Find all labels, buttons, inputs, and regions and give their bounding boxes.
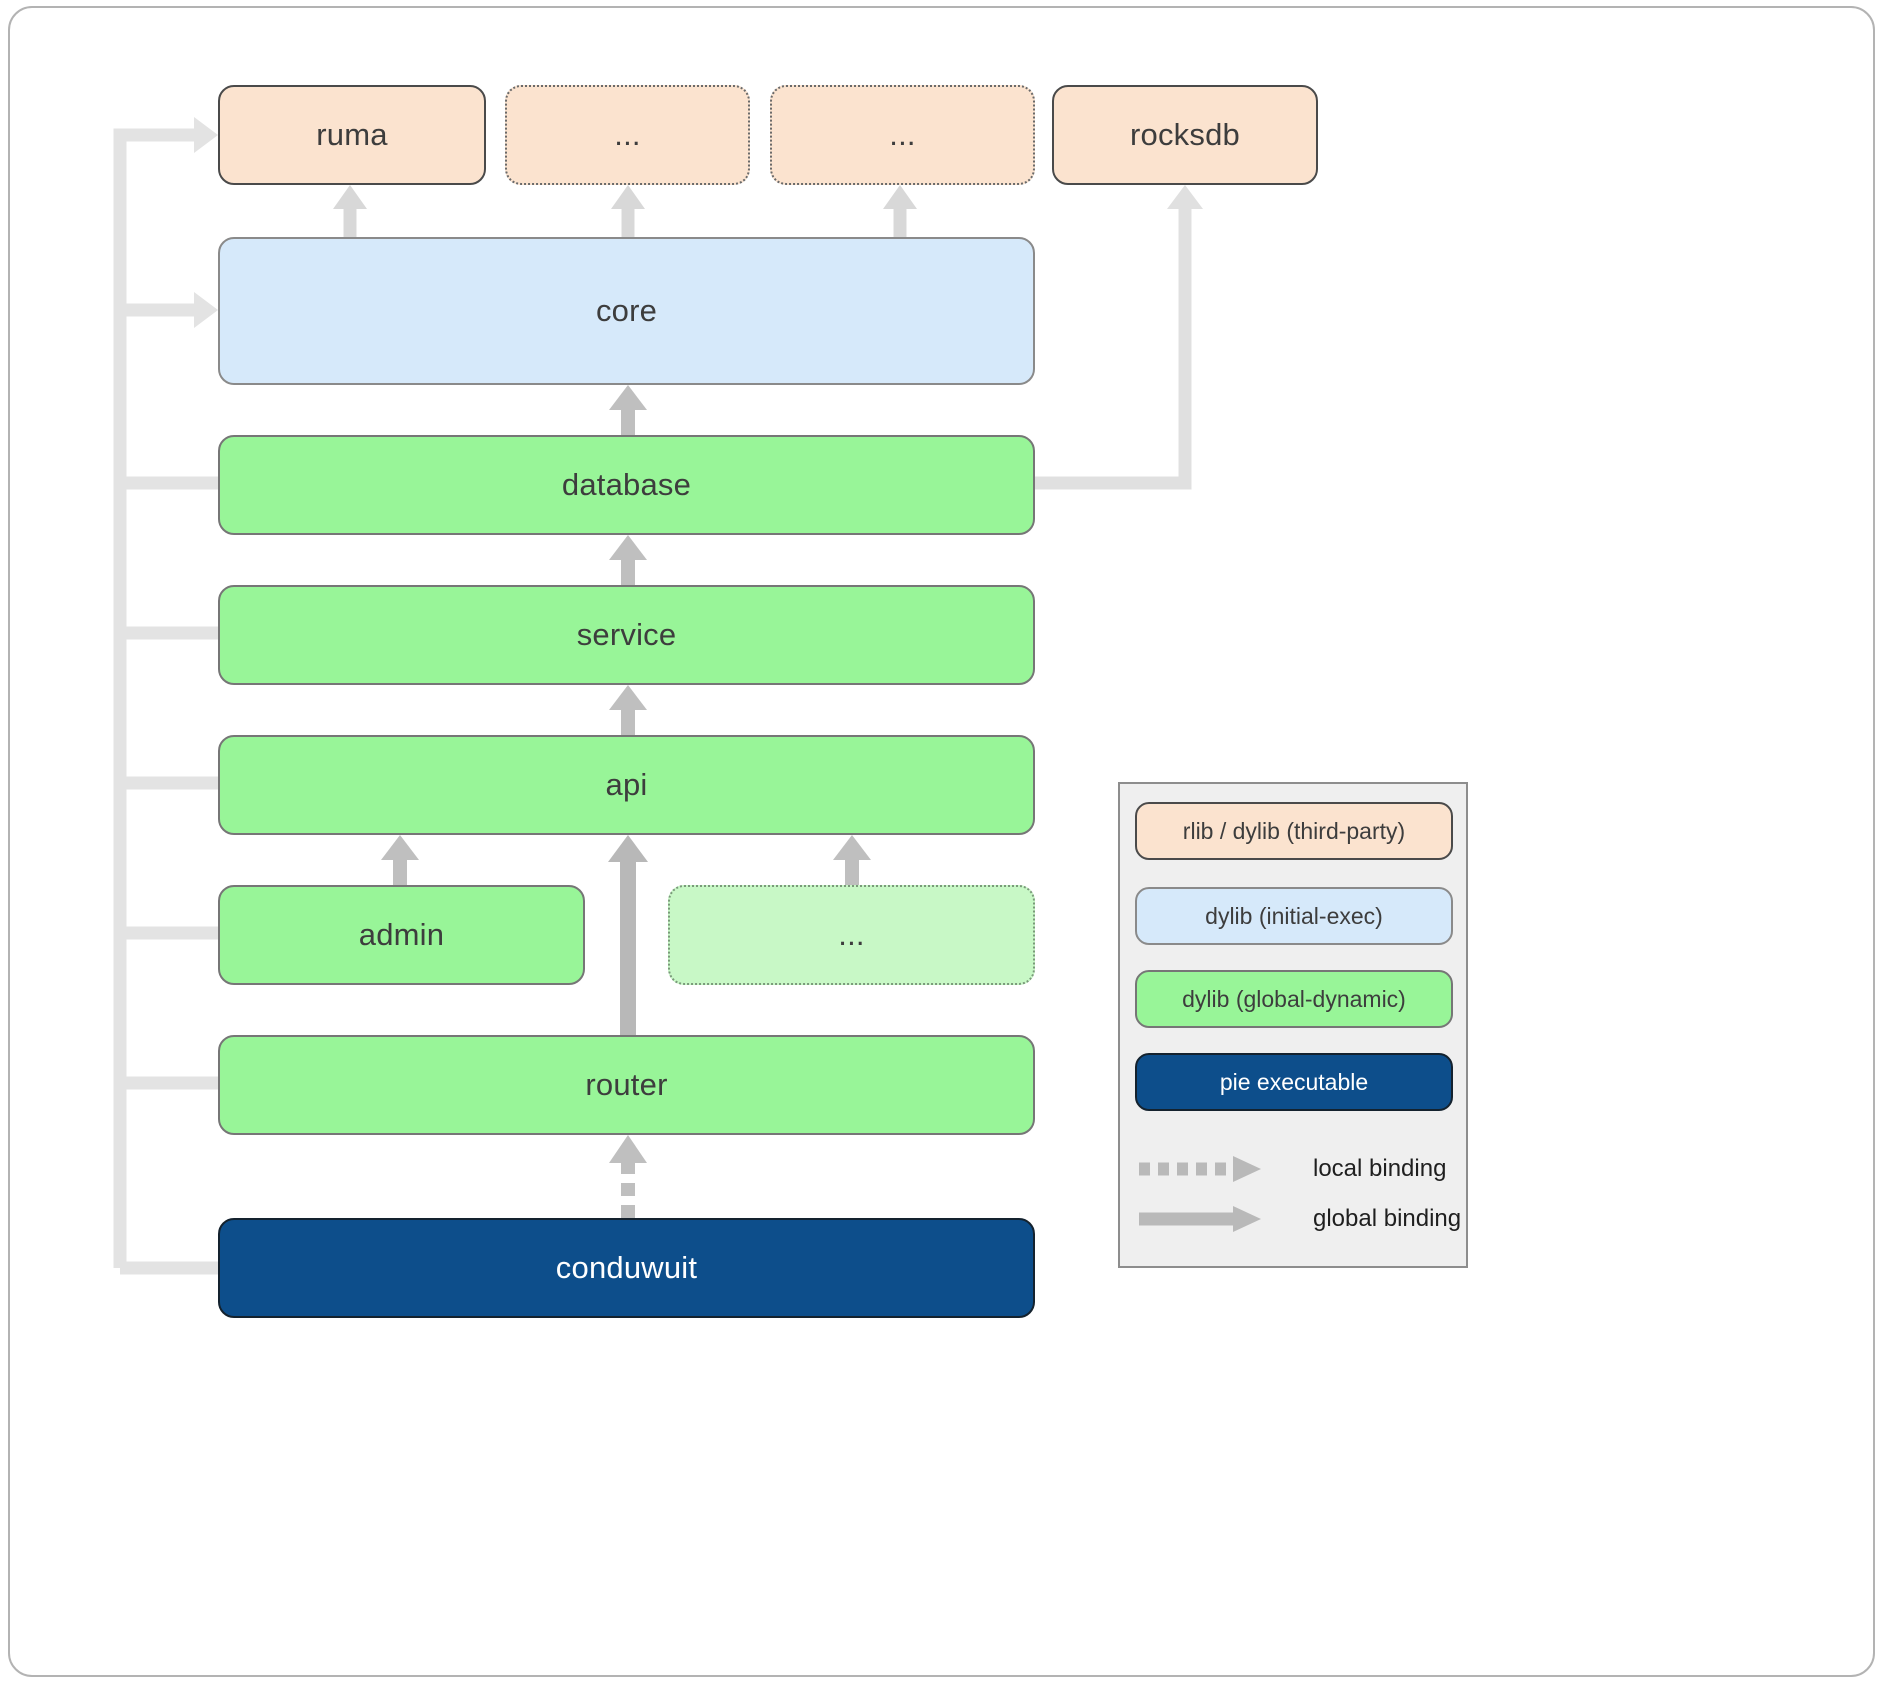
- edge-conduwuit-router: [609, 1135, 647, 1218]
- node-api-label: api: [605, 767, 648, 802]
- legend-global-binding-label: global binding: [1313, 1205, 1462, 1232]
- edge-conduwuit-trunk: [113, 128, 218, 1275]
- edge-admin-api: [381, 835, 419, 885]
- edge-core-ellipsis1: [611, 185, 645, 237]
- edge-api-service: [609, 685, 647, 735]
- legend-item-pie-executable: pie executable: [1135, 1053, 1453, 1111]
- node-service: service: [218, 585, 1035, 685]
- edge-service-database: [609, 535, 647, 585]
- arrowhead-trunk-core: [194, 292, 218, 328]
- node-ellipsis2-label: ...: [889, 117, 916, 152]
- node-ellipsis-thirdparty-1: ...: [505, 85, 750, 185]
- legend-item-global-dynamic-label: dylib (global-dynamic): [1182, 985, 1406, 1012]
- edge-database-core: [609, 385, 647, 435]
- edge-core-ruma: [333, 185, 367, 237]
- edge-core-ellipsis2: [883, 185, 917, 237]
- node-database: database: [218, 435, 1035, 535]
- legend: rlib / dylib (third-party) dylib (initia…: [1118, 782, 1468, 1268]
- node-ellipsis-thirdparty-2: ...: [770, 85, 1035, 185]
- node-conduwuit: conduwuit: [218, 1218, 1035, 1318]
- edge-database-rocksdb: [1035, 185, 1203, 490]
- arrowhead-trunk-ruma: [194, 117, 218, 153]
- node-database-label: database: [561, 467, 692, 502]
- node-conduwuit-label: conduwuit: [555, 1250, 698, 1285]
- node-router-label: router: [585, 1067, 668, 1102]
- node-admin: admin: [218, 885, 585, 985]
- node-router: router: [218, 1035, 1035, 1135]
- node-ruma-label: ruma: [316, 117, 388, 152]
- legend-global-binding: global binding: [1135, 1201, 1461, 1237]
- legend-local-binding: local binding: [1135, 1151, 1455, 1187]
- node-ellipsis3-label: ...: [838, 917, 865, 952]
- node-ellipsis-dylib: ...: [668, 885, 1035, 985]
- legend-item-pie-executable-label: pie executable: [1219, 1068, 1369, 1095]
- node-ruma: ruma: [218, 85, 486, 185]
- node-ellipsis1-label: ...: [614, 117, 641, 152]
- node-admin-label: admin: [358, 917, 445, 952]
- legend-item-initial-exec: dylib (initial-exec): [1135, 887, 1453, 945]
- legend-item-initial-exec-label: dylib (initial-exec): [1205, 902, 1383, 929]
- edge-ellipsis3-api: [833, 835, 871, 885]
- edge-router-api: [608, 835, 648, 1035]
- node-api: api: [218, 735, 1035, 835]
- node-service-label: service: [576, 617, 677, 652]
- node-core: core: [218, 237, 1035, 385]
- legend-item-global-dynamic: dylib (global-dynamic): [1135, 970, 1453, 1028]
- node-rocksdb: rocksdb: [1052, 85, 1318, 185]
- local-binding-arrow-icon: [1139, 1156, 1261, 1182]
- global-binding-arrow-icon: [1139, 1206, 1261, 1232]
- legend-local-binding-label: local binding: [1313, 1155, 1447, 1182]
- legend-item-third-party: rlib / dylib (third-party): [1135, 802, 1453, 860]
- legend-item-third-party-label: rlib / dylib (third-party): [1182, 817, 1406, 844]
- node-rocksdb-label: rocksdb: [1130, 117, 1240, 152]
- node-core-label: core: [595, 293, 658, 328]
